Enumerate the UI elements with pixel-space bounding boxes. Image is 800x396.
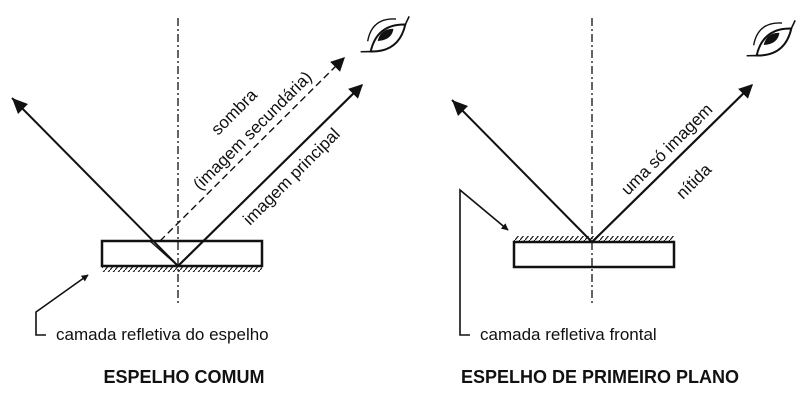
left-label-layer: camada refletiva do espelho — [56, 325, 269, 344]
left-incident-ray — [11, 97, 179, 267]
right-incident-ray — [451, 99, 593, 243]
right-label-layer: camada refletiva frontal — [480, 325, 657, 344]
right-glass-slab — [512, 240, 676, 269]
right-label-image-line2: nítida — [672, 160, 715, 203]
left-layer-leader — [35, 274, 89, 336]
right-diagram: uma só imagem nítida camada refletiva fr… — [451, 18, 796, 387]
left-diagram: sombra (imagem secundária) imagem princi… — [11, 16, 410, 387]
left-inner-reflection — [149, 240, 179, 267]
left-caption: ESPELHO COMUM — [103, 367, 264, 387]
left-eye-icon — [360, 16, 410, 53]
right-layer-leader — [459, 188, 509, 336]
left-reflective-hatch — [102, 266, 262, 272]
right-caption: ESPELHO DE PRIMEIRO PLANO — [461, 367, 739, 387]
right-reflected-ray — [591, 84, 753, 243]
right-incident-arrowhead — [452, 100, 468, 116]
left-main-reflected-ray — [177, 84, 363, 267]
left-incident-arrowhead — [12, 98, 28, 114]
right-eye-icon — [746, 20, 796, 57]
